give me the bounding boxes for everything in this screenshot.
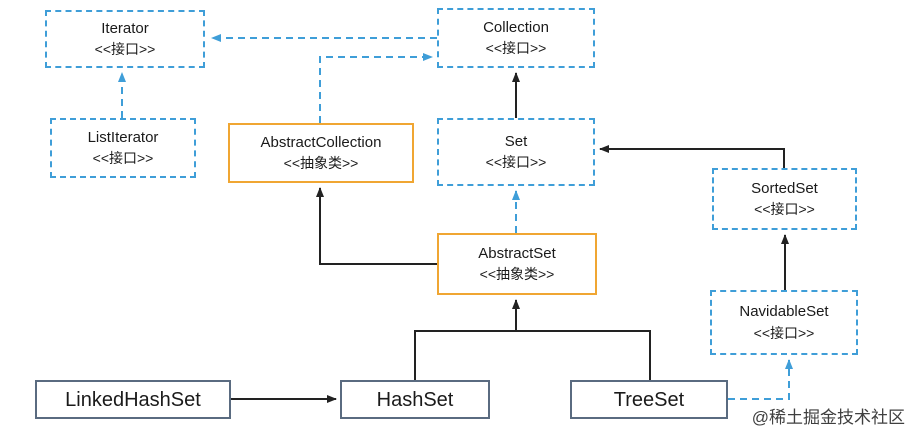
- node-name: HashSet: [376, 388, 454, 411]
- node-name: Iterator: [101, 19, 149, 37]
- class-node-listiterator: ListIterator <<接口>>: [50, 118, 196, 178]
- edge-abstractcollection-to-collection: [319, 53, 433, 123]
- class-node-hashset: HashSet: [340, 380, 490, 419]
- edge-hashset-treeset-bus: [414, 330, 651, 380]
- node-name: Set: [504, 132, 528, 150]
- node-stereotype: <<接口>>: [754, 201, 815, 218]
- class-node-iterator: Iterator <<接口>>: [45, 10, 205, 68]
- class-node-set: Set <<接口>>: [437, 118, 595, 186]
- node-stereotype: <<接口>>: [485, 40, 547, 57]
- edge-abstractset-to-abstractcollection: [316, 187, 437, 265]
- edge-sortedset-to-set: [599, 145, 785, 168]
- class-node-treeset: TreeSet: [570, 380, 728, 419]
- node-name: ListIterator: [87, 128, 159, 146]
- class-node-sortedset: SortedSet <<接口>>: [712, 168, 857, 230]
- node-stereotype: <<接口>>: [92, 150, 154, 167]
- class-node-linkedhashset: LinkedHashSet: [35, 380, 231, 419]
- node-name: TreeSet: [613, 388, 685, 411]
- node-name: Collection: [483, 18, 549, 36]
- class-node-navidableset: NavidableSet <<接口>>: [710, 290, 858, 355]
- node-stereotype: <<接口>>: [94, 41, 156, 58]
- watermark: @稀土掘金技术社区: [751, 408, 905, 427]
- node-stereotype: <<接口>>: [753, 324, 815, 341]
- node-stereotype: <<接口>>: [485, 154, 547, 171]
- node-name: NavidableSet: [739, 303, 829, 321]
- class-node-abstractset: AbstractSet <<抽象类>>: [437, 233, 597, 295]
- class-node-collection: Collection <<接口>>: [437, 8, 595, 68]
- node-name: AbstractCollection: [260, 133, 382, 151]
- node-name: AbstractSet: [478, 244, 556, 262]
- class-node-abstractcollection: AbstractCollection <<抽象类>>: [228, 123, 414, 183]
- node-stereotype: <<抽象类>>: [283, 155, 359, 172]
- node-name: SortedSet: [751, 179, 818, 197]
- edge-treeset-to-navidableset: [728, 359, 793, 400]
- node-name: LinkedHashSet: [65, 388, 201, 411]
- node-stereotype: <<抽象类>>: [479, 266, 555, 283]
